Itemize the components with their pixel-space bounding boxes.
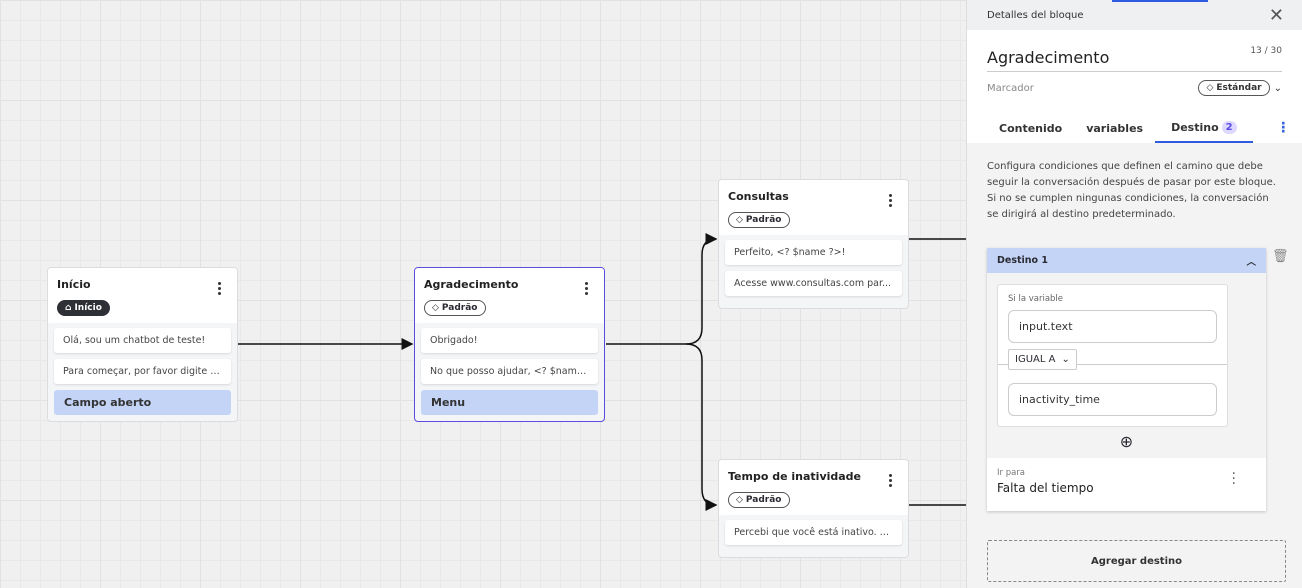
goto-value: Falta del tiempo [997,481,1094,495]
input-item[interactable]: Menu [421,390,598,415]
node-title: Início [57,278,91,291]
panel-title: Detalles del bloque [987,9,1084,21]
condition-label: Si la variable [1008,294,1064,304]
variable-input[interactable]: input.text [1008,310,1217,343]
node-title: Agradecimento [424,278,519,291]
marker-badge: ◇Padrão [728,492,790,508]
tab-variables[interactable]: variables [1086,121,1144,135]
node-agradecimento[interactable]: Agradecimento ◇Padrão Obrigado! No que p… [414,267,605,422]
divider [998,364,1227,365]
edge-agradecimento-consultas [606,233,718,345]
message-item[interactable]: Perfeito, <? $name ?>! [725,240,902,265]
marker-badge: ◇Padrão [728,212,790,228]
close-icon[interactable]: ✕ [1268,4,1284,26]
more-options-icon[interactable] [888,192,892,209]
marker-label: Marcador [987,82,1034,94]
add-destination-button[interactable]: Agregar destino [987,540,1286,582]
marker-select[interactable]: ◇Estándar⌄ [1198,80,1282,96]
chevron-down-icon: ⌄ [1061,354,1070,365]
tag-icon: ◇ [1206,83,1214,93]
edge-agradecimento-tempo [685,343,718,511]
more-options-icon[interactable] [584,280,588,297]
more-options-icon[interactable] [217,280,221,297]
chevron-up-icon[interactable]: ︿ [1246,256,1256,268]
message-item[interactable]: Olá, sou um chatbot de teste! [54,328,231,353]
char-count: 13 / 30 [1250,46,1282,56]
operator-select[interactable]: IGUAL A⌄ [1008,349,1077,370]
node-inicio[interactable]: Início ⌂Início Olá, sou um chatbot de te… [47,267,238,422]
connections [238,233,966,511]
more-options-icon[interactable] [888,472,892,489]
message-item[interactable]: Percebi que você está inativo. C... [725,520,902,545]
tag-icon: ◇ [736,495,743,505]
more-options-icon[interactable]: ··· [1280,116,1286,140]
node-title: Tempo de inatividade [728,470,862,483]
tag-icon: ◇ [432,303,439,313]
tag-icon: ◇ [736,215,743,225]
more-options-icon[interactable]: ··· [1231,466,1236,492]
start-badge: ⌂Início [57,300,110,316]
destination-header[interactable]: Destino 1︿ [987,248,1266,273]
destination-description: Configura condiciones que definen el cam… [987,161,1276,220]
message-item[interactable]: Acesse www.consultas.com par... [725,271,902,296]
tab-contenido[interactable]: Contenido [999,121,1063,135]
count-badge: 2 [1221,120,1237,134]
node-consultas[interactable]: Consultas ◇Padrão Perfeito, <? $name ?>!… [718,179,909,309]
value-input[interactable]: inactivity_time [1008,383,1217,416]
input-item[interactable]: Campo aberto [54,390,231,415]
goto-label: Ir para [997,468,1026,478]
condition-box: Si la variable input.text IGUAL A⌄ inact… [997,284,1228,427]
add-condition-icon[interactable]: ⊕ [1119,432,1134,451]
chevron-down-icon[interactable]: ⌄ [1273,82,1282,94]
message-item[interactable]: Para começar, por favor digite o ... [54,359,231,384]
trash-icon[interactable]: 🗑 [1272,249,1289,264]
message-item[interactable]: Obrigado! [421,328,598,353]
marker-badge: ◇Padrão [424,300,486,316]
destination-card: Destino 1︿ Si la variable input.text IGU… [987,248,1266,511]
message-item[interactable]: No que posso ajudar, <? $name ... [421,359,598,384]
goto-select[interactable]: Ir para Falta del tiempo ··· [987,458,1266,511]
home-icon: ⌂ [65,303,72,313]
node-title: Consultas [728,190,789,203]
node-tempo-inatividade[interactable]: Tempo de inatividade ◇Padrão Percebi que… [718,459,909,558]
